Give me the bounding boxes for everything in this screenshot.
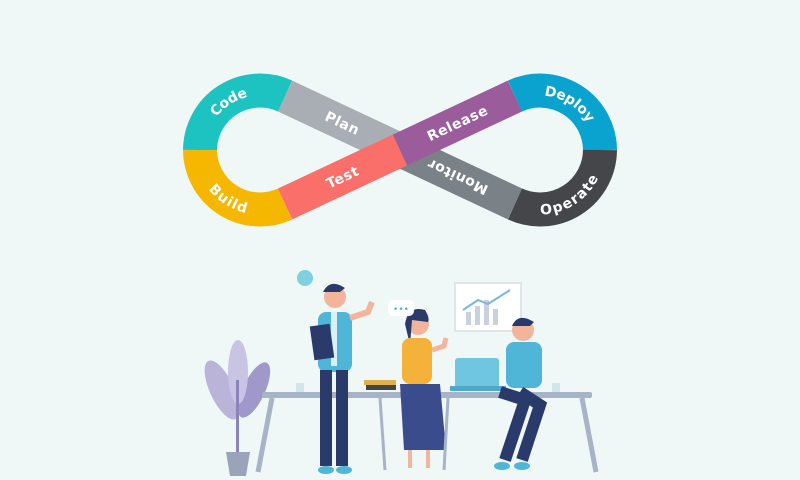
speech-bubble-icon [297,270,313,286]
person-standing [297,270,375,474]
laptop-icon [455,358,499,388]
person-with-laptop [450,317,548,470]
plant-icon [204,340,271,476]
team-scene: ••• [204,270,599,476]
speech-bubble-icon [388,300,414,316]
infinity-loop [200,91,600,210]
person-seated-woman: ••• [378,300,450,471]
svg-text:•••: ••• [393,305,409,315]
wall-chart-icon [454,282,522,332]
